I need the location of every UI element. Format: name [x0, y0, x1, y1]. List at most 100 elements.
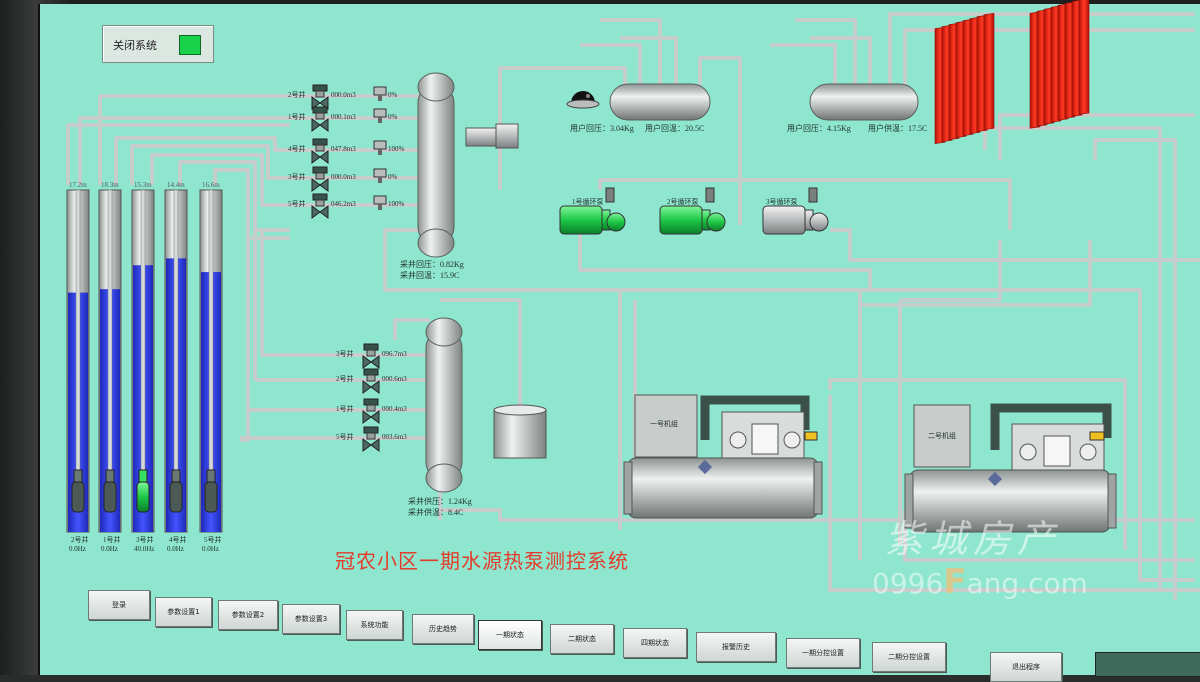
watermark-url: 0996Fang.com	[872, 562, 1088, 602]
valve-opening-value: 0%	[388, 173, 398, 181]
well-frequency: 0.0Hz	[202, 545, 219, 553]
heat-pump-unit-1	[623, 394, 823, 519]
flow-meter-icon	[311, 138, 329, 164]
valve-opening-value: 100%	[388, 200, 405, 208]
valve-icon	[373, 195, 387, 210]
collector-top-pressure: 采井回压：0.82Kg	[400, 260, 464, 269]
user-return-pressure: 用户回压：3.04Kg	[570, 124, 634, 133]
user-return-temp: 用户回温：20.5C	[645, 124, 705, 133]
radiator-icon	[934, 12, 995, 144]
well-id-label: 3号井	[136, 536, 154, 544]
wells-group	[66, 189, 223, 533]
unit-1-label: 一号机组	[650, 420, 678, 428]
well-frequency: 0.0Hz	[69, 545, 86, 553]
return-line-well: 5号井	[336, 433, 354, 441]
nav-button[interactable]: 退出程序	[990, 652, 1062, 682]
well-shaft	[98, 189, 122, 533]
user-supply-temp: 用户供温：17.5C	[868, 124, 928, 133]
collector-tank-bottom	[425, 317, 463, 493]
supply-line-well: 2号井	[288, 91, 306, 99]
collector-tank-top	[417, 72, 455, 258]
return-flow-value: 003.6m3	[382, 433, 407, 441]
supply-flow-value: 047.8m3	[331, 145, 356, 153]
circulation-pump-icon	[659, 187, 726, 235]
well-pump-icon	[71, 469, 85, 513]
flow-meter-icon	[362, 398, 380, 424]
well-depth: 17.2m	[69, 181, 87, 189]
well-shaft	[131, 189, 155, 533]
circulation-pump-icon	[559, 187, 626, 235]
supply-flow-value: 000.1m3	[331, 113, 356, 121]
supply-line-well: 3号井	[288, 173, 306, 181]
return-line-well: 2号井	[336, 375, 354, 383]
supply-line-well: 1号井	[288, 113, 306, 121]
unit-2-label: 二号机组	[928, 432, 956, 440]
flow-meter-icon	[362, 368, 380, 394]
well-pump-icon	[204, 469, 218, 513]
return-line-well: 3号井	[336, 350, 354, 358]
valve-opening-value: 0%	[388, 91, 398, 99]
supply-flow-value: 000.0m3	[331, 173, 356, 181]
supply-line-well: 5号井	[288, 200, 306, 208]
nav-button[interactable]: 参数设置3	[282, 604, 340, 634]
radiator-group	[934, 0, 1090, 144]
well-depth: 16.6m	[202, 181, 220, 189]
collector-bottom-pressure: 采井供压：1.24Kg	[408, 497, 472, 506]
nav-button[interactable]: 一期分控设置	[786, 638, 860, 668]
well-shaft	[66, 189, 90, 533]
nav-button[interactable]: 登录	[88, 590, 150, 620]
well-shaft	[199, 189, 223, 533]
heat-pump-unit-2	[904, 403, 1117, 533]
close-system-label: 关闭系统	[113, 39, 157, 52]
filter-unit	[465, 123, 519, 149]
valve-opening-value: 0%	[388, 113, 398, 121]
well-id-label: 5号井	[204, 536, 222, 544]
header-tank-user-return	[609, 83, 711, 121]
well-shaft	[164, 189, 188, 533]
nav-button[interactable]: 参数设置2	[218, 600, 278, 630]
supply-flow-value: 046.2m3	[331, 200, 356, 208]
flow-meter-icon	[311, 84, 329, 110]
pump-2-label: 2号循环泵	[667, 198, 699, 206]
well-frequency: 40.0Hz	[134, 545, 155, 553]
pump-1-label: 1号循环泵	[572, 198, 604, 206]
nav-button[interactable]: 一期状态	[478, 620, 542, 650]
system-status-led	[179, 35, 201, 55]
return-flow-value: 000.6m3	[382, 375, 407, 383]
valve-opening-value: 100%	[388, 145, 405, 153]
watermark-chinese: 紫城房产	[885, 517, 1062, 561]
supply-line-well: 4号井	[288, 145, 306, 153]
flow-meter-icon	[362, 426, 380, 452]
nav-button[interactable]: 历史趋势	[412, 614, 474, 644]
well-pump-icon	[136, 469, 150, 513]
well-depth: 18.3m	[101, 181, 119, 189]
return-line-well: 1号井	[336, 405, 354, 413]
nav-button[interactable]: 参数设置1	[155, 597, 212, 627]
well-id-label: 2号井	[71, 536, 89, 544]
well-frequency: 0.0Hz	[101, 545, 118, 553]
circulation-pump-icon	[762, 187, 829, 235]
flow-meter-icon	[311, 166, 329, 192]
nav-button[interactable]: 二期状态	[550, 624, 614, 654]
nav-button[interactable]: 二期分控设置	[872, 642, 946, 672]
well-depth: 15.3m	[134, 181, 152, 189]
return-flow-value: 000.4m3	[382, 405, 407, 413]
flow-meter-icon	[311, 106, 329, 132]
valve-icon	[373, 168, 387, 183]
well-frequency: 0.0Hz	[167, 545, 184, 553]
valve-icon	[373, 108, 387, 123]
nav-button[interactable]: 报警历史	[696, 632, 776, 662]
valve-icon	[373, 140, 387, 155]
flow-meter-icon	[362, 343, 380, 369]
well-id-label: 4号井	[169, 536, 187, 544]
nav-button[interactable]: 四期状态	[623, 628, 687, 658]
well-id-label: 1号井	[103, 536, 121, 544]
nav-button[interactable]: 系统功能	[346, 610, 403, 640]
valve-icon	[373, 86, 387, 101]
buffer-tank	[493, 404, 547, 459]
header-tank-user-supply	[809, 83, 919, 121]
radiator-icon	[1029, 0, 1090, 129]
close-system-button[interactable]: 关闭系统	[102, 25, 214, 63]
well-depth: 14.4m	[167, 181, 185, 189]
